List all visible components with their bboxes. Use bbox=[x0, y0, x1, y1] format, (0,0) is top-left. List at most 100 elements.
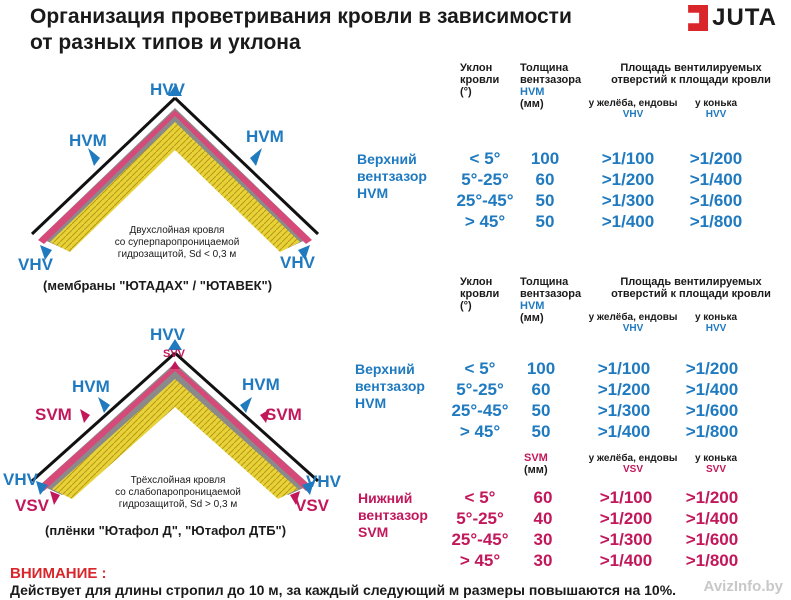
table-cell: 5°-25° bbox=[456, 380, 504, 399]
t2-col-ridge: >1/200 >1/400 >1/600 >1/800 bbox=[676, 358, 748, 442]
table-cell: < 5° bbox=[464, 488, 496, 507]
diagram1-caption-line: гидрозащитой, Sd < 0,3 м bbox=[117, 249, 237, 260]
insulation-right bbox=[175, 379, 298, 499]
t2-header-area: Площадь вентилируемых отверстий к площад… bbox=[596, 276, 786, 300]
group-text: HVM bbox=[355, 395, 387, 411]
table-cell: >1/400 bbox=[597, 422, 651, 441]
roof-tiles bbox=[30, 96, 320, 236]
table-cell: 50 bbox=[535, 212, 555, 231]
membrane-left bbox=[38, 110, 175, 244]
table-cell: >1/200 bbox=[601, 170, 655, 189]
diagram1-hvm-right-label: HVM bbox=[246, 127, 284, 146]
t3-sub-ridge: у конька SVV bbox=[686, 453, 746, 475]
t2-group-label: Верхний вентзазор HVM bbox=[355, 361, 425, 412]
header-text: VHV bbox=[622, 323, 644, 334]
header-text: HVM bbox=[520, 300, 545, 312]
header-text: отверстий к площади кровли bbox=[611, 74, 771, 86]
membrane-right bbox=[175, 110, 312, 244]
t2-col-gap: 100 60 50 50 bbox=[516, 358, 566, 442]
table-cell: >1/200 bbox=[689, 149, 743, 168]
diagram2-membranes: (плёнки "Ютафол Д", "Ютафол ДТБ") bbox=[45, 523, 287, 538]
roof-tiles bbox=[30, 351, 320, 483]
diagram2-caption-line: Трёхслойная кровля bbox=[130, 475, 226, 486]
t1-col-slope: < 5° 5°-25° 25°-45° > 45° bbox=[445, 148, 525, 232]
table-cell: >1/400 bbox=[601, 212, 655, 231]
diagram2-vhv-left-label: VHV bbox=[3, 470, 38, 489]
table-cell: 30 bbox=[533, 530, 553, 549]
table-cell: >1/600 bbox=[685, 401, 739, 420]
diagram1-caption-line: со суперпаропроницаемой bbox=[114, 237, 240, 248]
roof-diagram-three-layer bbox=[30, 339, 320, 505]
header-text: у желёба, ендовы bbox=[588, 98, 678, 109]
insulation-left bbox=[50, 122, 175, 252]
diagram2-caption-line: гидрозащитой, Sd > 0,3 м bbox=[118, 499, 238, 510]
header-text: HVV bbox=[705, 109, 727, 120]
table-cell: < 5° bbox=[469, 149, 501, 168]
header-text: у конька bbox=[694, 312, 738, 323]
header-text: Уклон bbox=[460, 62, 493, 74]
header-text: (мм) bbox=[520, 98, 544, 110]
header-text: Площадь вентилируемых bbox=[620, 276, 762, 288]
t1-group-label: Верхний вентзазор HVM bbox=[357, 151, 427, 202]
diagram1-membranes: (мембраны "ЮТАДАХ" / "ЮТАВЕК") bbox=[43, 278, 273, 293]
header-text: VHV bbox=[622, 109, 644, 120]
table-cell: >1/300 bbox=[597, 401, 651, 420]
table-cell: 25°-45° bbox=[456, 191, 514, 210]
t1-header-slope: Уклон кровли (°) bbox=[460, 62, 499, 98]
insulation-left bbox=[52, 379, 175, 499]
table-cell: > 45° bbox=[459, 422, 501, 441]
table-cell: 60 bbox=[531, 380, 551, 399]
table-cell: 100 bbox=[530, 149, 560, 168]
header-text: вентзазора bbox=[520, 74, 582, 86]
t2-header-gap: Толщина вентзазора HVM (мм) bbox=[520, 276, 581, 324]
table-cell: 5°-25° bbox=[456, 509, 504, 528]
table-cell: >1/400 bbox=[685, 380, 739, 399]
header-text: Площадь вентилируемых bbox=[620, 62, 762, 74]
header-text: кровли bbox=[460, 74, 500, 86]
table-cell: >1/400 bbox=[685, 509, 739, 528]
t3-col-gap: 60 40 30 30 bbox=[518, 487, 568, 571]
header-text: HVM bbox=[520, 86, 545, 98]
table-cell: 5°-25° bbox=[461, 170, 509, 189]
diagram2-hvv-label: HVV bbox=[150, 325, 185, 344]
juta-logo-icon bbox=[688, 5, 709, 31]
table-cell: >1/100 bbox=[597, 359, 651, 378]
warning-note: Действует для длины стропил до 10 м, за … bbox=[10, 582, 677, 598]
group-text: вентзазор bbox=[357, 168, 427, 184]
juta-logo-text: JUTA bbox=[712, 4, 777, 31]
table-cell: 40 bbox=[533, 509, 553, 528]
t3-group-label: Нижний вентзазор SVM bbox=[358, 490, 428, 541]
watermark: AvizInfo.by bbox=[703, 578, 783, 595]
table-cell: >1/300 bbox=[599, 530, 653, 549]
t1-col-gap: 100 60 50 50 bbox=[520, 148, 570, 232]
header-text: VSV bbox=[622, 464, 643, 475]
table-cell: >1/800 bbox=[685, 422, 739, 441]
diagram2-svm-right-label: SVM bbox=[265, 405, 302, 424]
t3-col-eaves: >1/100 >1/200 >1/300 >1/400 bbox=[590, 487, 662, 571]
group-text: Верхний bbox=[357, 151, 417, 167]
t3-header-gap: SVM (мм) bbox=[524, 452, 548, 476]
title-line-2: от разных типов и уклона bbox=[30, 31, 301, 54]
t3-col-ridge: >1/200 >1/400 >1/600 >1/800 bbox=[676, 487, 748, 571]
table-cell: 25°-45° bbox=[451, 530, 509, 549]
diagram2-caption: Трёхслойная кровля со слабопаропроницаем… bbox=[93, 475, 263, 511]
header-text: (°) bbox=[460, 86, 472, 98]
t2-sub-ridge: у конька HVV bbox=[686, 312, 746, 334]
t2-header-slope: Уклон кровли (°) bbox=[460, 276, 499, 312]
diagram2-svm-left-label: SVM bbox=[35, 405, 72, 424]
table-cell: 50 bbox=[531, 422, 551, 441]
table-cell: >1/200 bbox=[685, 488, 739, 507]
header-text: кровли bbox=[460, 288, 500, 300]
header-text: (мм) bbox=[520, 312, 544, 324]
diagram1-vhv-left-label: VHV bbox=[18, 255, 53, 274]
header-text: у желёба, ендовы bbox=[588, 312, 678, 323]
t1-col-eaves: >1/100 >1/200 >1/300 >1/400 bbox=[592, 148, 664, 232]
diagram2-caption-line: со слабопаропроницаемой bbox=[115, 487, 241, 498]
table-cell: 60 bbox=[533, 488, 553, 507]
warning-label: ВНИМАНИЕ : bbox=[10, 565, 107, 582]
header-text: у желёба, ендовы bbox=[588, 453, 678, 464]
table-cell: >1/800 bbox=[685, 551, 739, 570]
header-text: у конька bbox=[694, 453, 738, 464]
roof-diagram-two-layer bbox=[30, 85, 320, 260]
group-text: Нижний bbox=[358, 490, 413, 506]
